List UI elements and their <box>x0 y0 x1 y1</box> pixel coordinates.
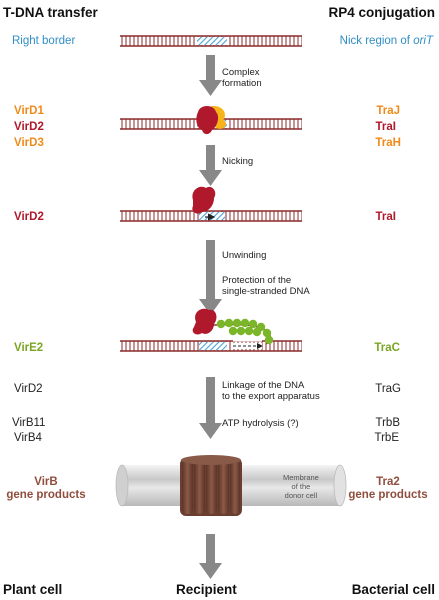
traj-label: TraJ <box>376 105 400 117</box>
arrow-down-1 <box>199 55 222 96</box>
bacterial-cell-label: Bacterial cell <box>351 582 435 597</box>
right-border-label: Right border <box>12 35 76 47</box>
step-nicking: Nicking <box>222 156 254 167</box>
vird2-label: VirD2 <box>14 121 44 133</box>
vird2-pilot-protein <box>192 308 217 335</box>
export-channel <box>180 455 242 516</box>
virb4-label: VirB4 <box>14 432 42 444</box>
vire2-label: VirE2 <box>14 342 44 354</box>
recipient-label: Recipient <box>176 582 237 597</box>
trbe-label: TrbE <box>374 432 400 444</box>
dna-strand-3 <box>120 210 302 222</box>
arrow-down-3 <box>199 240 222 315</box>
dna-strand-4 <box>120 338 302 352</box>
relaxosome-complex <box>196 106 226 135</box>
nick-region-label: Nick region of oriT <box>339 35 433 47</box>
trai-label: TraI <box>375 121 396 133</box>
vird1-label: VirD1 <box>14 105 44 117</box>
vire2-proteins <box>216 318 274 345</box>
step-unwinding: Unwinding <box>222 250 267 261</box>
right-header: RP4 conjugation <box>328 5 435 20</box>
arrow-down-2 <box>199 145 222 186</box>
virb11-label: VirB11 <box>12 417 46 429</box>
step-atp-hydrolysis: ATP hydrolysis (?) <box>222 418 299 429</box>
trbb-label: TrbB <box>375 417 401 429</box>
vird3-label: VirD3 <box>14 137 44 149</box>
trac-label: TraC <box>374 342 400 354</box>
vird2-linkage-label: VirD2 <box>14 383 43 395</box>
vird2-nick-label: VirD2 <box>14 211 44 223</box>
vird2-protein <box>192 186 216 214</box>
dna-strand-1 <box>120 35 302 47</box>
arrow-down-4 <box>199 377 222 439</box>
left-header: T-DNA transfer <box>3 5 98 20</box>
trai-nick-label: TraI <box>375 211 396 223</box>
trag-label: TraG <box>375 383 401 395</box>
trah-label: TraH <box>375 137 401 149</box>
plant-cell-label: Plant cell <box>3 582 63 597</box>
arrow-down-5 <box>199 534 222 579</box>
